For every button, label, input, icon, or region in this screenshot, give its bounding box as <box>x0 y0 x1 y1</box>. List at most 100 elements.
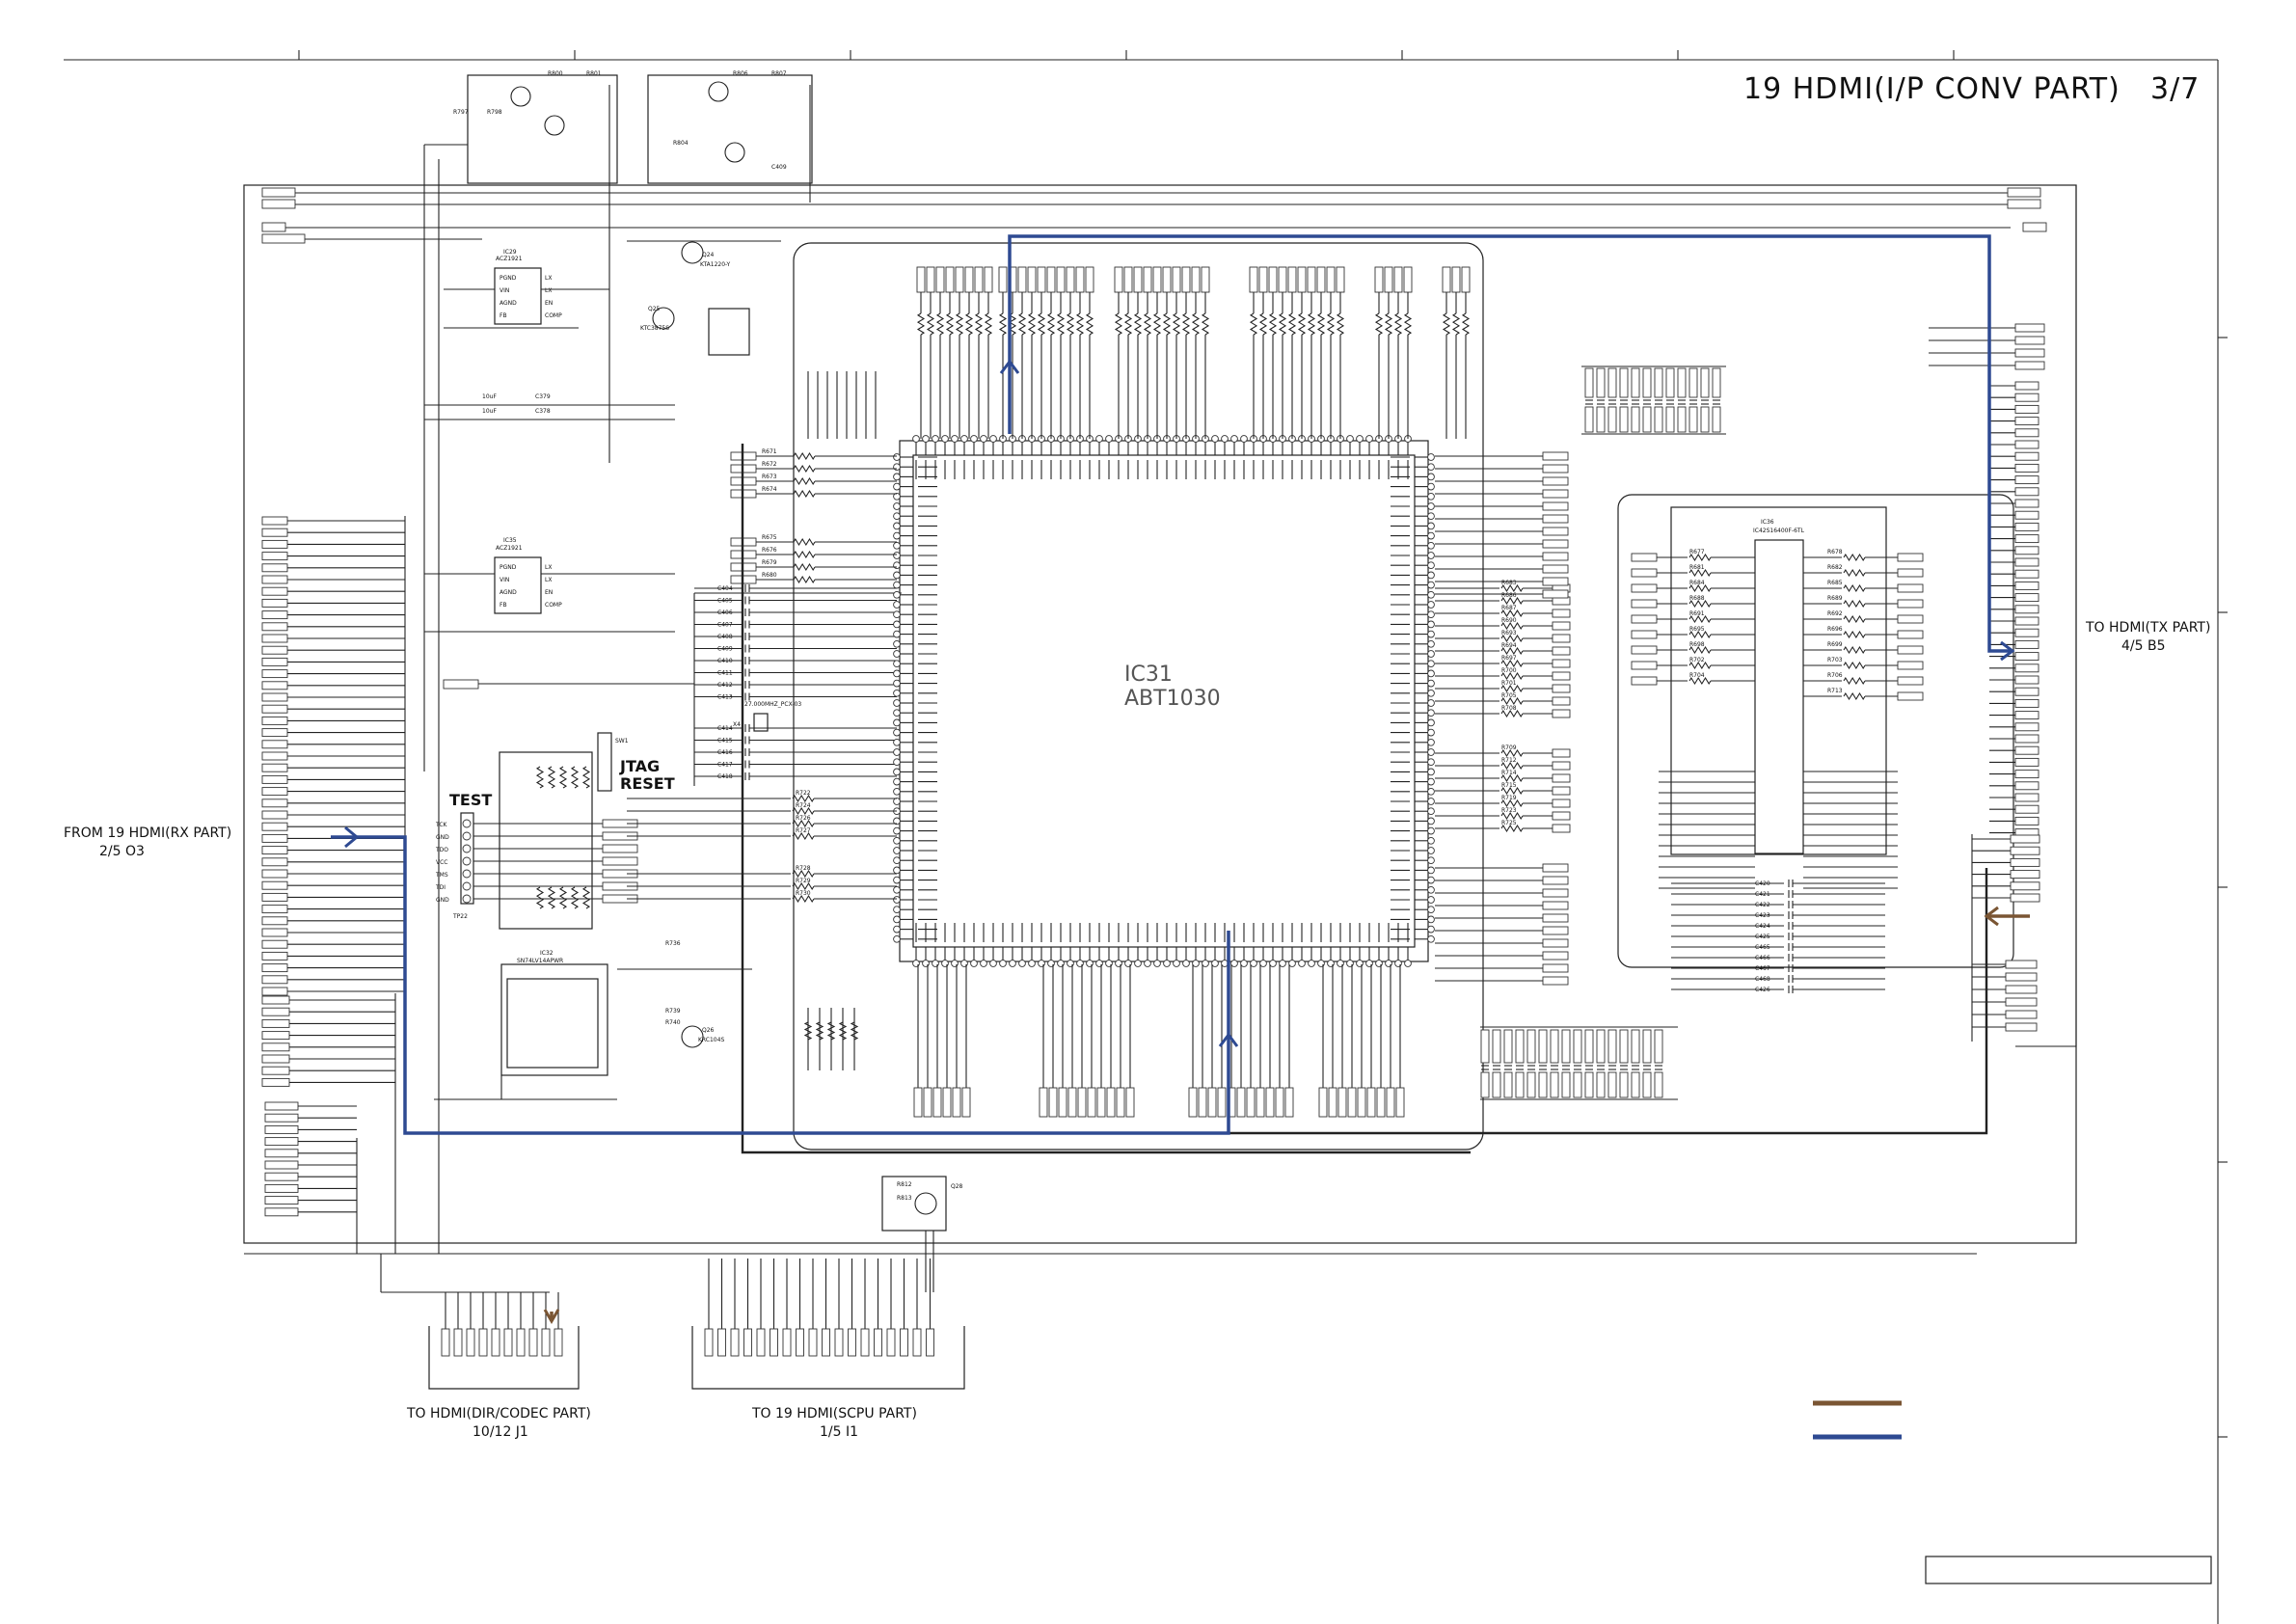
top-right-caps <box>1584 367 1721 433</box>
svg-text:ACZ1921: ACZ1921 <box>496 256 523 262</box>
sheet-page-number: 3/7 <box>2150 72 2200 106</box>
net-tag <box>1207 1087 1217 1118</box>
net-tag <box>261 657 288 666</box>
net-tag <box>1201 266 1210 293</box>
net-tag <box>2014 510 2039 520</box>
resistor-symbol <box>1307 312 1316 336</box>
net-tag <box>2014 404 2039 414</box>
net-tag <box>264 1137 299 1147</box>
ic31-pin-pad <box>1427 925 1435 934</box>
net-tag <box>2014 734 2039 744</box>
net-tag <box>945 266 955 293</box>
resistor-symbol <box>547 766 556 789</box>
resistor-symbol <box>1403 312 1413 336</box>
connector-pin-tag <box>926 1328 934 1357</box>
resistor-ref: R725 <box>1501 820 1517 826</box>
ic31-pin-pad <box>1279 960 1286 967</box>
net-tag <box>261 1077 290 1087</box>
resistor-symbol <box>1843 614 1866 624</box>
ic31-pin-pad <box>1211 960 1219 967</box>
ic35-regulator: IC35 ACZ1921 PGND VIN AGND FB LX LX EN C… <box>424 537 694 690</box>
svg-text:LX: LX <box>545 275 552 282</box>
ic31-pin-pad <box>980 960 987 967</box>
net-tag <box>1542 901 1569 910</box>
ic31-pin-pad <box>1163 960 1171 967</box>
svg-text:ACZ1921: ACZ1921 <box>496 545 523 552</box>
net-tag <box>2014 628 2039 637</box>
resistor-symbol <box>1326 312 1336 336</box>
resistor-symbol <box>793 537 816 547</box>
jtag-pin-pad <box>462 831 472 841</box>
ic31-pin-pad <box>1427 453 1435 461</box>
connector-pin-tag <box>441 1328 450 1357</box>
net-tag <box>2010 846 2040 855</box>
resistor-symbol <box>1268 312 1278 336</box>
net-tag <box>1048 1087 1058 1118</box>
net-tag <box>2014 593 2039 603</box>
net-tag <box>261 787 288 797</box>
net-tag <box>1258 266 1268 293</box>
ic31-pin-rows <box>893 435 1435 967</box>
svg-text:X4: X4 <box>733 721 741 728</box>
capacitor-ref-tag <box>1596 406 1606 433</box>
svg-text:PGND: PGND <box>500 275 517 282</box>
net-tag <box>261 928 288 937</box>
resistor-ref: R695 <box>1689 626 1705 633</box>
net-tag <box>261 987 288 996</box>
resistor-symbol <box>1249 312 1258 336</box>
ic31-pin-pad <box>1153 960 1161 967</box>
ic31-pin-pad <box>1427 876 1435 884</box>
resistor-symbol <box>1152 312 1162 336</box>
net-tag <box>1542 938 1569 948</box>
ic31-pin-pad <box>1427 620 1435 629</box>
net-tag <box>1278 266 1287 293</box>
power-rails <box>261 187 2047 244</box>
resistor-symbol <box>1191 312 1201 336</box>
resistor-ref: R726 <box>796 815 811 822</box>
net-tag <box>261 1054 290 1064</box>
capacitor-value-tag <box>1712 367 1721 398</box>
resistor-symbol <box>1843 676 1866 686</box>
ic32-inverter: IC32 SN74LV14APWR Q26 KRC104S R736 R739 … <box>434 940 752 1100</box>
net-tag <box>1552 773 1571 783</box>
ic31-pin-pad <box>1427 552 1435 559</box>
net-tag <box>2014 781 2039 791</box>
net-tag <box>261 669 288 679</box>
net-tag <box>1188 1087 1198 1118</box>
net-tag <box>2010 893 2040 903</box>
svg-text:EN: EN <box>545 300 553 307</box>
right-connector-label: TO HDMI(TX PART) 4/5 B5 <box>2085 620 2210 654</box>
net-tag <box>2014 451 2039 461</box>
ic31-pin-pad <box>893 492 901 501</box>
resistor-symbol <box>1843 645 1866 655</box>
resistor-symbol <box>547 886 556 909</box>
resistor-ref: R681 <box>1689 564 1705 571</box>
sheet-title: 19 HDMI(I/P CONV PART) <box>1743 72 2120 106</box>
resistor-symbol <box>1688 583 1712 593</box>
ic31-pin-pad <box>893 836 901 845</box>
resistor-symbol <box>1066 312 1075 336</box>
highlight-brown-paths <box>543 906 2030 1324</box>
ic31-pin-pad <box>893 758 901 767</box>
bottom-mid-connector <box>691 1326 965 1390</box>
resistor-symbol <box>581 766 591 789</box>
resistor-symbol <box>1688 630 1712 639</box>
svg-text:IC29: IC29 <box>503 249 517 256</box>
net-tag <box>1552 786 1571 796</box>
capacitor-value-tag <box>1584 1029 1594 1064</box>
resistor-symbol <box>1336 312 1345 336</box>
ic31-pin-pad <box>893 738 901 746</box>
net-tag <box>1116 1087 1125 1118</box>
resistor-ref: R692 <box>1827 610 1843 617</box>
net-tag <box>2014 323 2045 333</box>
right-connector-bus <box>1929 323 2045 1042</box>
ic31-pin-pad <box>893 482 901 491</box>
ic31-pin-pad <box>893 787 901 796</box>
resistor-symbol <box>1500 684 1524 693</box>
resistor-symbol <box>1046 312 1056 336</box>
capacitor-ref-tag <box>1503 1071 1513 1098</box>
svg-text:R739: R739 <box>665 1008 681 1015</box>
bottom-right-cap-row <box>1480 1026 1678 1100</box>
resistor-ref: R698 <box>1689 641 1705 648</box>
